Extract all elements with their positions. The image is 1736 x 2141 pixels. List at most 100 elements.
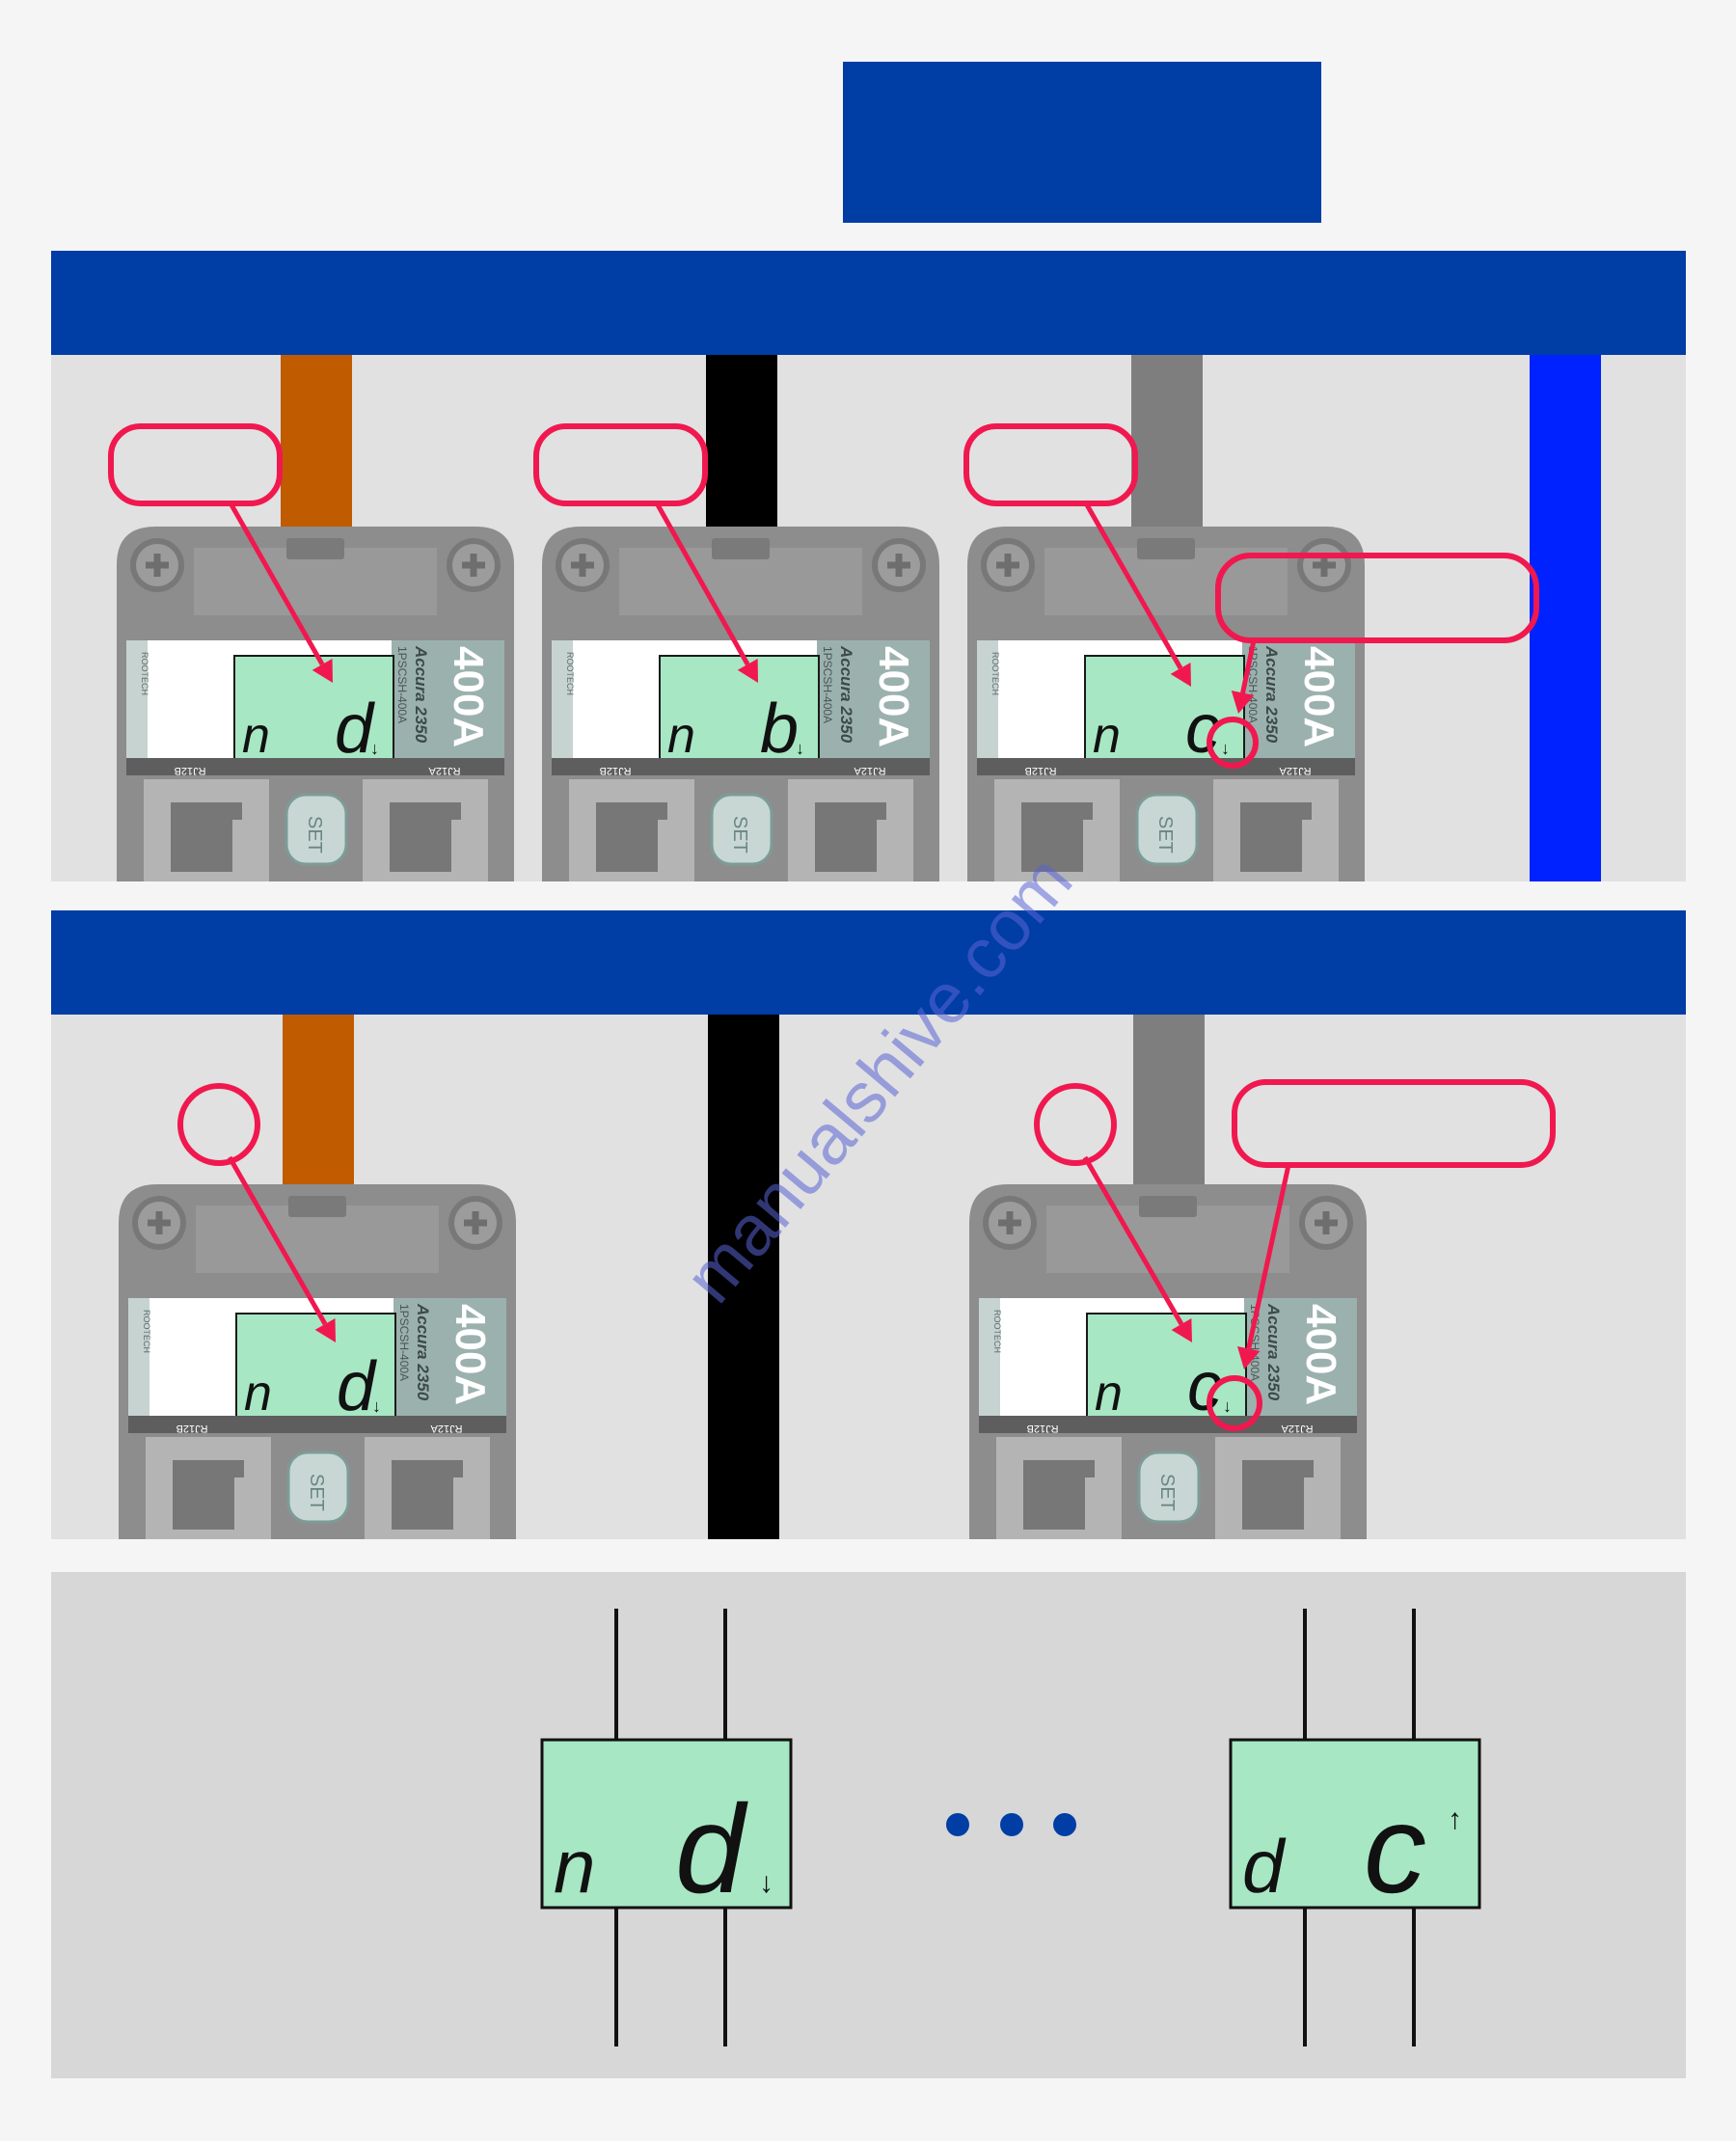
model-rating-text: 400A xyxy=(1297,1304,1344,1405)
set-button: SET xyxy=(1137,1450,1201,1524)
lcd-panel xyxy=(1229,1738,1481,1910)
callout-arrow xyxy=(1082,500,1191,687)
screw-icon xyxy=(556,538,610,592)
lcd-char-left: n xyxy=(667,708,695,764)
arrow-down-icon: ↓ xyxy=(759,1867,773,1899)
set-button-label: SET xyxy=(1156,1474,1178,1511)
set-button: SET xyxy=(710,793,773,866)
rj12-port-icon xyxy=(1215,1437,1341,1539)
callout-pill xyxy=(108,423,283,506)
sensor-top-slot xyxy=(712,538,770,559)
cable-black xyxy=(708,1015,779,1539)
set-button-label: SET xyxy=(1154,816,1176,854)
callout-circle xyxy=(1207,717,1259,769)
lcd-char-left: n xyxy=(554,1824,595,1909)
screw-icon xyxy=(448,1196,502,1250)
rj12-port-icon xyxy=(363,779,488,881)
model-part-text: 1PSCSH-400A xyxy=(821,646,834,723)
cable-blue xyxy=(1530,355,1601,881)
rj12-port-icon xyxy=(994,779,1120,881)
screw-icon xyxy=(983,1196,1037,1250)
callout-arrow xyxy=(1236,1164,1291,1369)
port-left-label: RJ12B xyxy=(1026,1423,1058,1434)
title-banner xyxy=(843,62,1321,223)
model-panel xyxy=(392,640,504,758)
model-name-text: Accura 2350 xyxy=(414,1303,432,1401)
port-label-strip xyxy=(128,1416,506,1433)
callout-arrow xyxy=(1082,1155,1192,1342)
brand-strip xyxy=(979,1298,1000,1416)
brand-text: ROOTECH xyxy=(142,1310,151,1353)
screw-icon xyxy=(1297,538,1351,592)
lcd-display: n d↓ xyxy=(235,1313,396,1425)
callout-arrow xyxy=(227,500,333,683)
panel-1-cables xyxy=(281,355,1601,881)
port-right-label: RJ12A xyxy=(428,765,461,776)
cable-orange xyxy=(283,1015,354,1186)
callout-arrow xyxy=(1231,639,1257,714)
model-panel xyxy=(817,640,930,758)
brand-text: ROOTECH xyxy=(990,652,1000,695)
port-right-label: RJ12A xyxy=(430,1423,463,1434)
port-left-label: RJ12B xyxy=(174,765,205,776)
rj12-port-icon xyxy=(788,779,913,881)
cable-black xyxy=(706,355,777,528)
callout-pill xyxy=(533,423,708,506)
callout-pill xyxy=(963,423,1138,506)
panel-1-callouts xyxy=(108,423,1539,769)
lcd-char-right: c xyxy=(1364,1778,1426,1919)
port-right-label: RJ12A xyxy=(854,765,886,776)
callout-circle xyxy=(1034,1083,1117,1166)
model-name-text: Accura 2350 xyxy=(837,645,855,744)
panel-2-header-bar xyxy=(51,910,1686,1015)
lcd-char-left: n xyxy=(244,1366,272,1422)
set-button: SET xyxy=(285,793,348,866)
model-part-text: 1PSCSH-400A xyxy=(395,646,409,723)
arrow-down-icon: ↓ xyxy=(1221,739,1230,758)
screw-icon xyxy=(130,538,184,592)
rj12-port-icon xyxy=(365,1437,490,1539)
set-button-label: SET xyxy=(306,1474,327,1511)
sensor-top-slot xyxy=(286,538,344,559)
port-label-strip xyxy=(979,1416,1357,1433)
cable-gray xyxy=(1131,355,1203,528)
lcd-char-left: n xyxy=(1093,708,1121,764)
arrow-down-icon: ↓ xyxy=(372,1396,381,1416)
rj12-port-icon xyxy=(1213,779,1339,881)
screw-icon xyxy=(981,538,1035,592)
port-label-strip xyxy=(552,758,930,775)
port-right-label: RJ12A xyxy=(1279,765,1312,776)
arrow-down-icon: ↓ xyxy=(1223,1396,1232,1416)
port-label-strip xyxy=(977,758,1355,775)
brand-text: ROOTECH xyxy=(992,1310,1002,1353)
arrow-up-icon: ↑ xyxy=(1448,1803,1462,1835)
cable-orange xyxy=(281,355,352,528)
panel-2-cables xyxy=(283,1015,1205,1539)
lcd-char-right: d xyxy=(337,1348,377,1425)
port-label-strip xyxy=(126,758,504,775)
set-button: SET xyxy=(286,1450,350,1524)
port-left-label: RJ12B xyxy=(599,765,631,776)
screw-icon xyxy=(447,538,501,592)
arrow-down-icon: ↓ xyxy=(370,739,379,758)
lcd-char-right: b xyxy=(760,691,799,768)
set-button: SET xyxy=(1135,793,1199,866)
lcd-char-left: n xyxy=(242,708,270,764)
rj12-port-icon xyxy=(144,779,269,881)
model-rating-text: 400A xyxy=(445,646,492,747)
model-name-text: Accura 2350 xyxy=(1264,1303,1283,1401)
